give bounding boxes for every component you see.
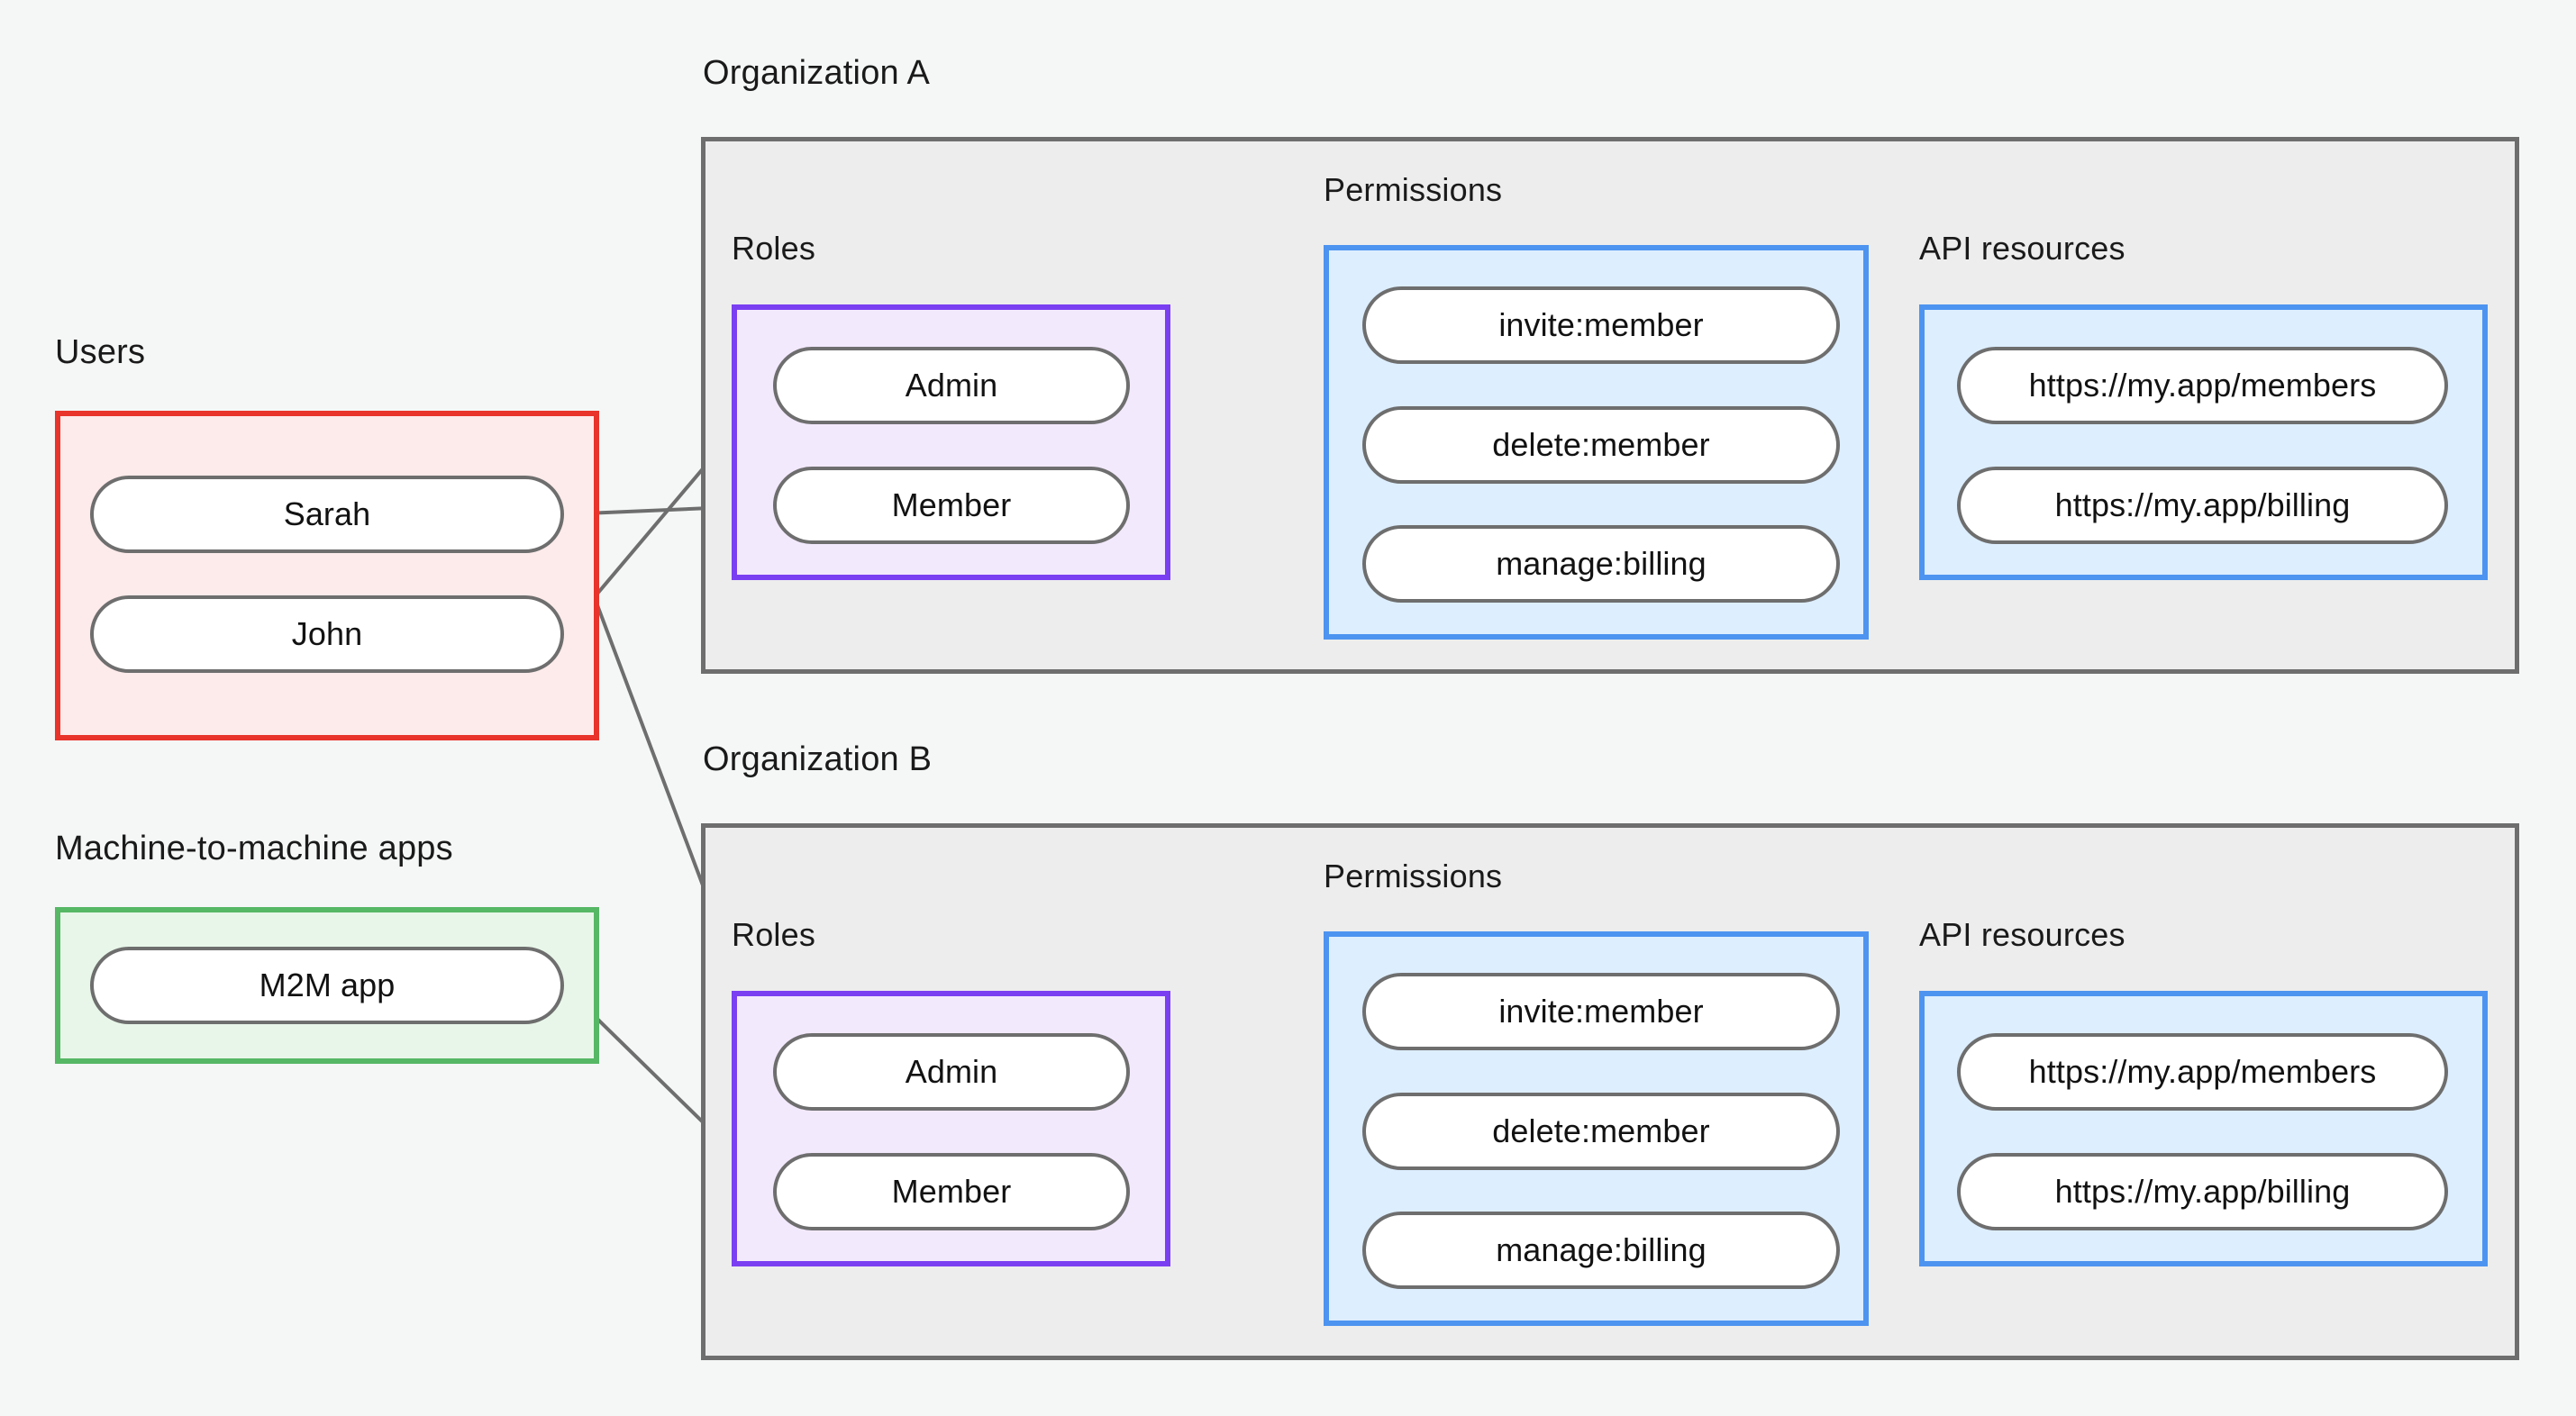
user-node-john[interactable]: John	[90, 595, 564, 673]
organization-a-permission-invite-member[interactable]: invite:member	[1362, 286, 1840, 364]
organization-b-permission-invite-member[interactable]: invite:member	[1362, 973, 1840, 1050]
organization-b-role-member[interactable]: Member	[773, 1153, 1130, 1230]
organization-a-api-resources-label: API resources	[1919, 230, 2125, 267]
users-group-label: Users	[55, 333, 146, 371]
organization-a-api-resource-billing[interactable]: https://my.app/billing	[1957, 467, 2448, 544]
organization-a-role-admin[interactable]: Admin	[773, 347, 1130, 424]
organization-a-title: Organization A	[703, 54, 931, 92]
organization-b-permission-manage-billing[interactable]: manage:billing	[1362, 1212, 1840, 1289]
organization-a-role-member[interactable]: Member	[773, 467, 1130, 544]
organization-b-role-admin[interactable]: Admin	[773, 1033, 1130, 1111]
organization-b-api-resources-label: API resources	[1919, 916, 2125, 953]
organization-b-api-resource-members[interactable]: https://my.app/members	[1957, 1033, 2448, 1111]
organization-b-permissions-label: Permissions	[1324, 858, 1503, 894]
organization-b-permission-delete-member[interactable]: delete:member	[1362, 1093, 1840, 1170]
organization-a-permissions-label: Permissions	[1324, 171, 1503, 208]
user-node-sarah[interactable]: Sarah	[90, 476, 564, 553]
m2m-group-label: Machine-to-machine apps	[55, 830, 453, 867]
organization-a-permission-manage-billing[interactable]: manage:billing	[1362, 525, 1840, 603]
organization-a-api-resource-members[interactable]: https://my.app/members	[1957, 347, 2448, 424]
m2m-node-app[interactable]: M2M app	[90, 947, 564, 1024]
organization-a-permission-delete-member[interactable]: delete:member	[1362, 406, 1840, 484]
organization-b-api-resource-billing[interactable]: https://my.app/billing	[1957, 1153, 2448, 1230]
organization-b-title: Organization B	[703, 740, 933, 778]
organization-b-roles-label: Roles	[732, 916, 816, 953]
users-container	[55, 411, 599, 740]
organization-a-roles-label: Roles	[732, 230, 816, 267]
